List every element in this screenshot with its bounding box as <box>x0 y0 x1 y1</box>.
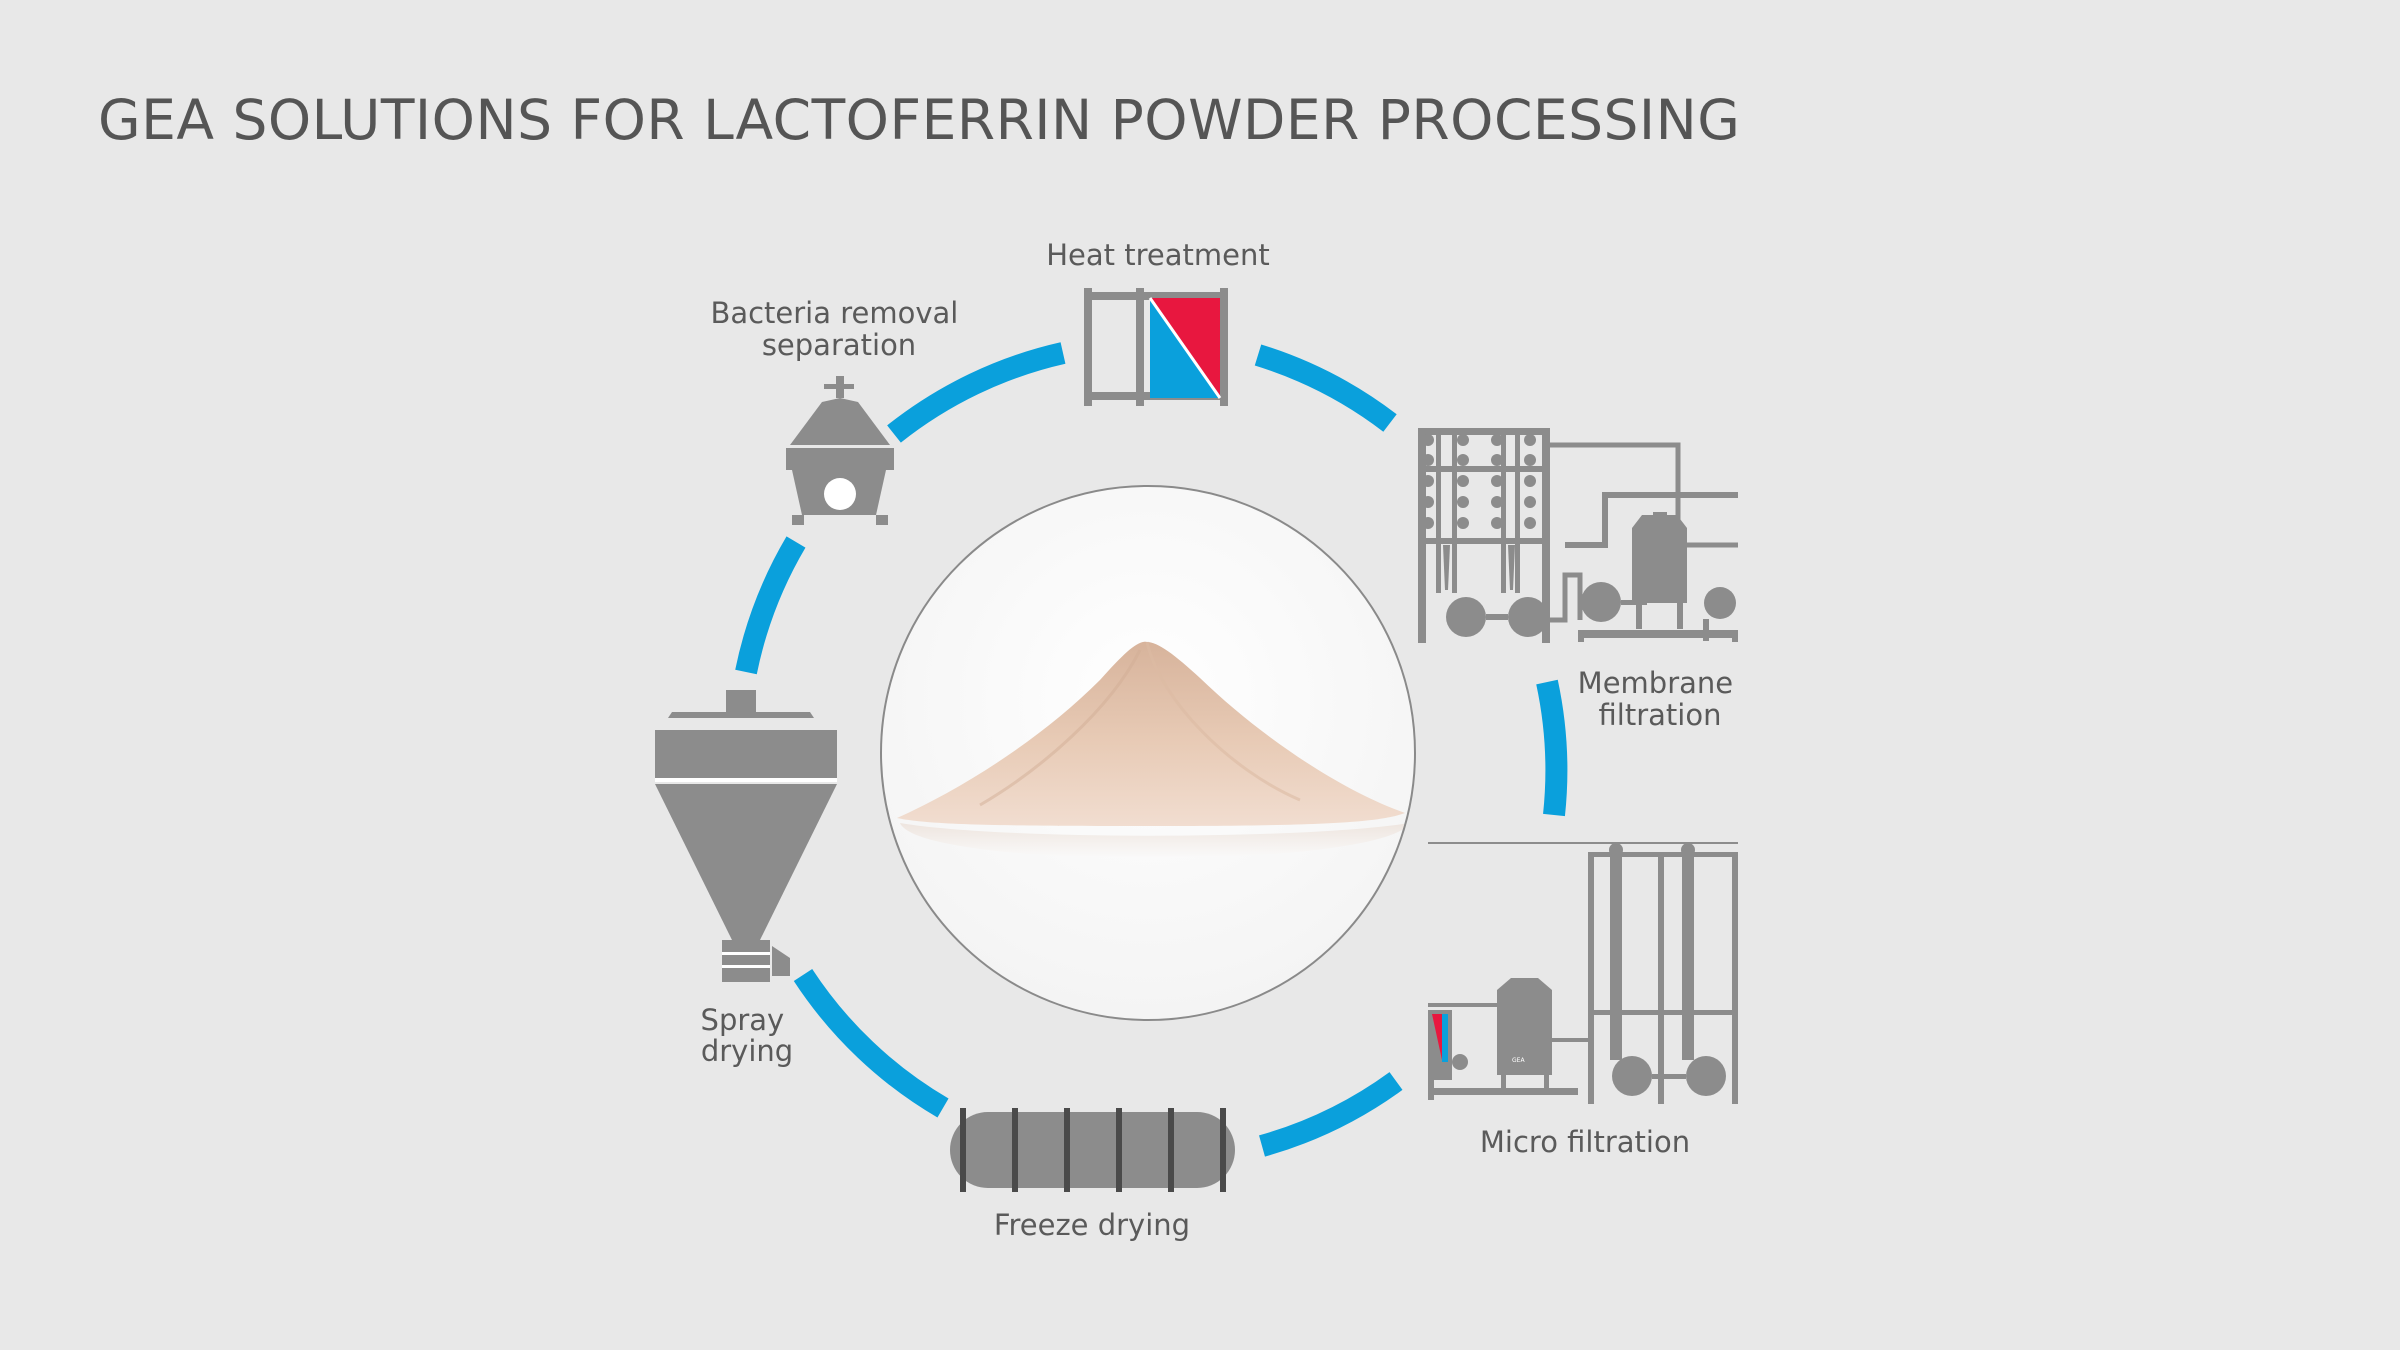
page-title: GEA SOLUTIONS FOR LACTOFERRIN POWDER PRO… <box>98 88 1741 152</box>
ring-arcs <box>735 342 1568 1157</box>
label-bacteria-removal-separation: Bacteria removal separation <box>710 296 967 362</box>
plate-heat-exchanger-icon <box>1084 288 1228 406</box>
label-spray-drying: Spray drying <box>701 1003 794 1068</box>
label-micro-filtration: Micro filtration <box>1480 1125 1690 1159</box>
powder-pile <box>897 641 1405 826</box>
micro-filtration-plant-icon: GEA <box>1428 842 1738 1104</box>
ring-arc <box>735 536 806 675</box>
freeze-dryer-icon <box>950 1108 1235 1192</box>
spray-dryer-icon <box>655 690 837 982</box>
ring-arc <box>793 968 949 1118</box>
label-heat-treatment: Heat treatment <box>1046 238 1270 272</box>
separator-icon <box>786 376 894 525</box>
center-powder-image <box>880 485 1416 1021</box>
ring-arc <box>1258 1072 1403 1157</box>
svg-text:GEA: GEA <box>1512 1057 1525 1064</box>
label-membrane-filtration: Membrane filtration <box>1578 666 1743 732</box>
membrane-filtration-plant-icon <box>1418 428 1738 643</box>
step-labels: Heat treatment Membrane filtration Micro… <box>701 238 1743 1242</box>
ring-arc <box>1536 679 1568 817</box>
ring-arc <box>1254 344 1397 432</box>
ring-arc <box>887 342 1066 443</box>
label-freeze-drying: Freeze drying <box>994 1208 1190 1242</box>
